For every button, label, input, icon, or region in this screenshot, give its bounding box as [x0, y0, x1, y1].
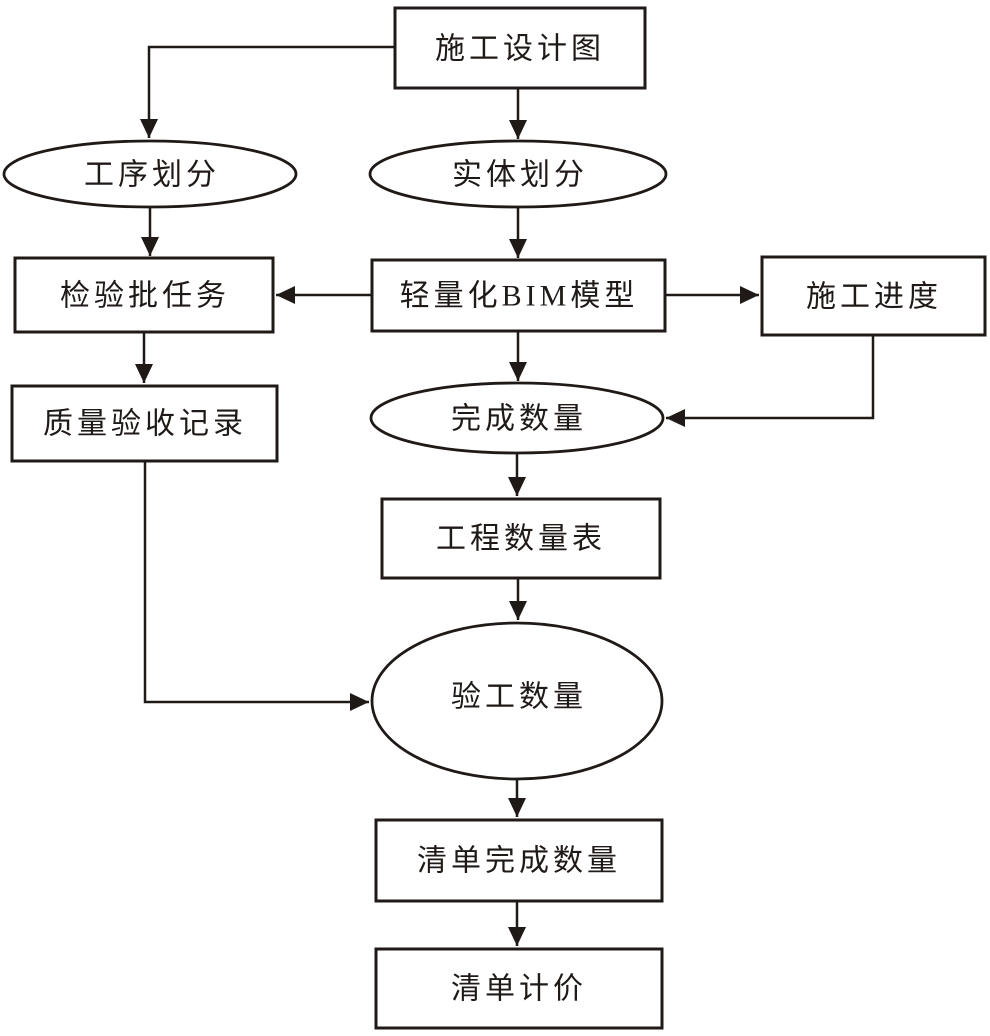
construction-progress-box — [760, 255, 987, 337]
design-drawing-label: 施工设计图 — [435, 33, 605, 66]
node-design-drawing: 施工设计图 — [393, 6, 647, 90]
list-completed-quantity-label: 清单完成数量 — [417, 845, 621, 878]
entity-division-label: 实体划分 — [452, 159, 588, 192]
engineering-quantity-table-box — [380, 497, 662, 580]
acceptance-quantity-ellipse — [370, 621, 664, 781]
node-list-pricing: 清单计价 — [374, 947, 664, 1030]
completed-quantity-ellipse — [369, 381, 665, 455]
design-drawing-box — [393, 6, 647, 90]
edge-quality-acceptance-record-to-acceptance-quantity — [143, 461, 369, 711]
completed-quantity-label: 完成数量 — [451, 403, 587, 436]
list-completed-quantity-box — [374, 818, 664, 903]
construction-progress-label: 施工进度 — [806, 281, 942, 314]
node-acceptance-quantity: 验工数量 — [370, 621, 664, 781]
engineering-quantity-table-label: 工程数量表 — [436, 523, 606, 556]
node-bim-model: 轻量化BIM模型 — [370, 258, 667, 333]
inspection-batch-task-label: 检验批任务 — [60, 280, 230, 313]
edge-construction-progress-to-completed-quantity — [666, 335, 875, 427]
bim-model-box — [370, 258, 667, 333]
entity-division-ellipse — [368, 139, 668, 209]
edge-design-drawing-to-process-division — [140, 45, 395, 138]
process-division-label: 工序划分 — [84, 159, 220, 192]
inspection-batch-task-box — [13, 256, 275, 334]
node-completed-quantity: 完成数量 — [369, 381, 665, 455]
quality-acceptance-record-label: 质量验收记录 — [43, 408, 247, 441]
list-pricing-label: 清单计价 — [451, 973, 587, 1006]
node-quality-acceptance-record: 质量验收记录 — [10, 384, 279, 463]
acceptance-quantity-label: 验工数量 — [451, 681, 587, 714]
node-construction-progress: 施工进度 — [760, 255, 987, 337]
node-engineering-quantity-table: 工程数量表 — [380, 497, 662, 580]
bim-model-label: 轻量化BIM模型 — [400, 280, 639, 313]
quality-acceptance-record-box — [10, 384, 279, 463]
node-process-division: 工序划分 — [2, 139, 298, 209]
list-pricing-box — [374, 947, 664, 1030]
edges-layer — [135, 45, 875, 946]
process-division-ellipse — [2, 139, 298, 209]
node-list-completed-quantity: 清单完成数量 — [374, 818, 664, 903]
node-inspection-batch-task: 检验批任务 — [13, 256, 275, 334]
node-entity-division: 实体划分 — [368, 139, 668, 209]
